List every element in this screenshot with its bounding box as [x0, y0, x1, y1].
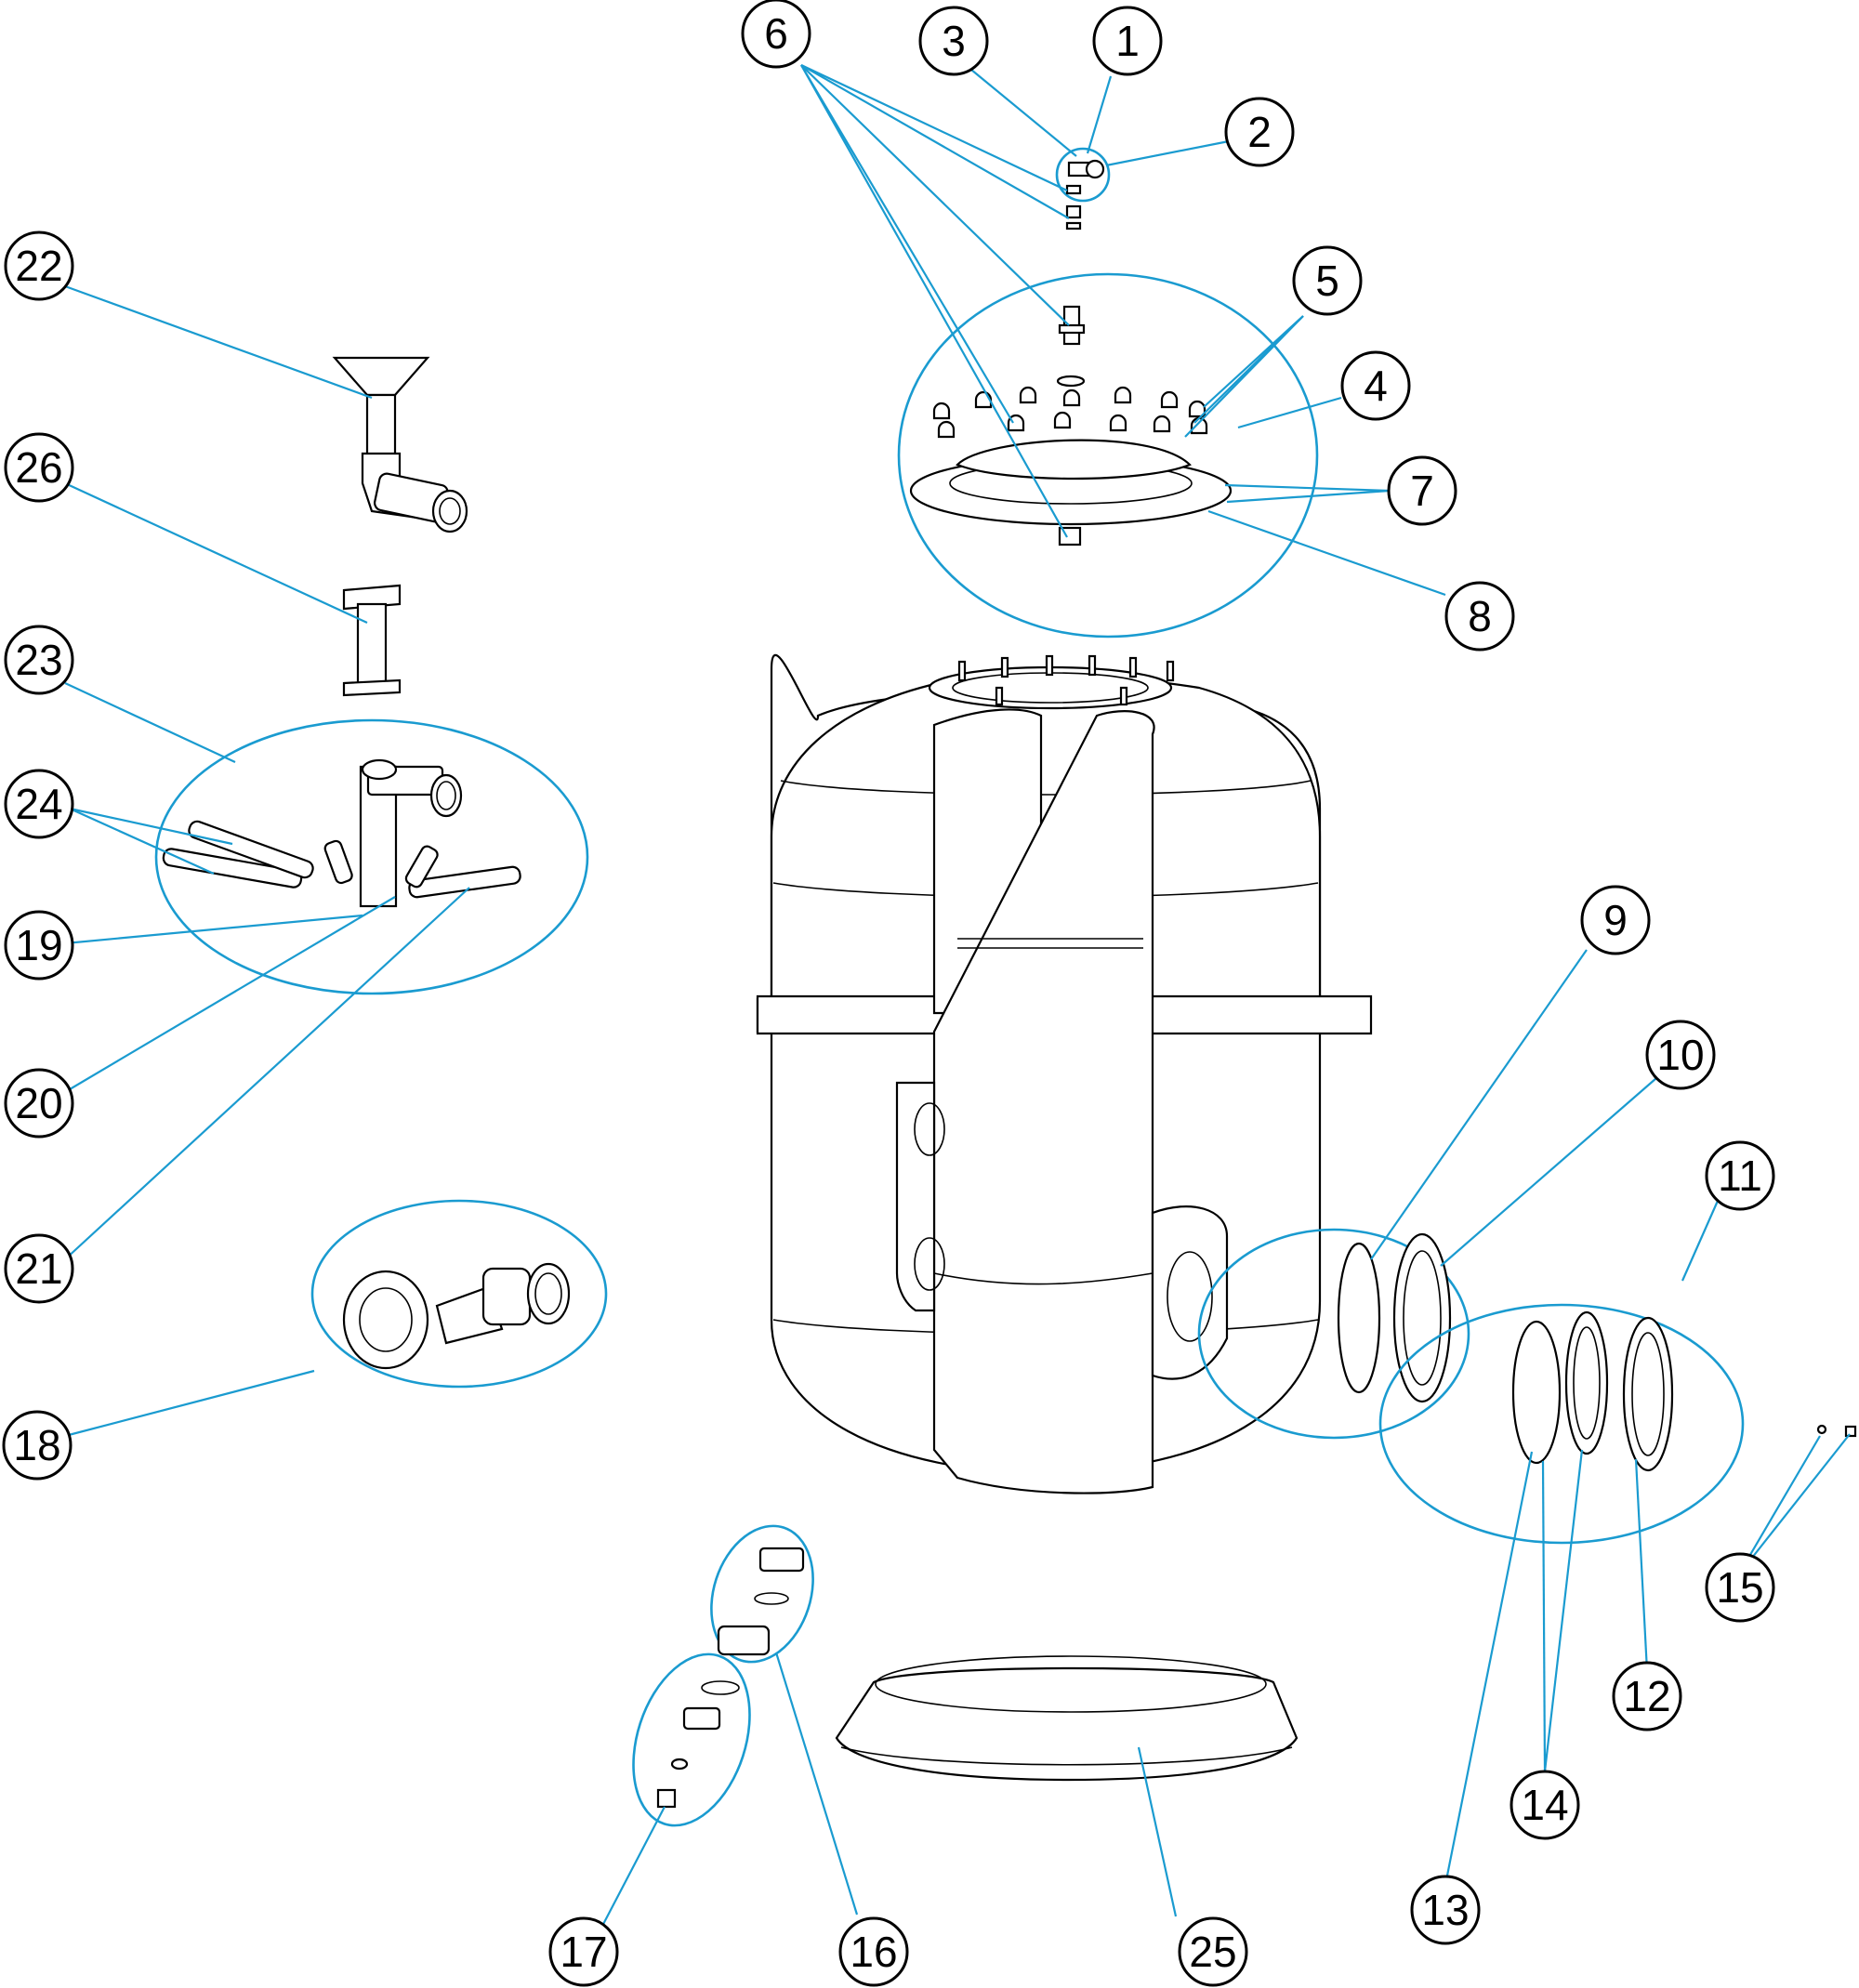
callout-label-13: 13: [1410, 1875, 1481, 1945]
svg-text:5: 5: [1315, 257, 1339, 305]
lid-assembly: [897, 272, 1319, 639]
laterals-assembly: [154, 718, 589, 995]
callout-badges: 1 2 3 4 5 6 7 8 9 10 11 12 13 14 15 16 1…: [2, 0, 1775, 1987]
lateral-arms: [162, 820, 521, 899]
callout-label-3: 3: [918, 6, 989, 76]
callout-label-2: 2: [1224, 97, 1295, 167]
callout-manhole: [1378, 1303, 1745, 1545]
svg-text:15: 15: [1716, 1563, 1763, 1612]
svg-text:22: 22: [15, 242, 62, 290]
callout-label-21: 21: [4, 1233, 74, 1304]
callout-label-10: 10: [1645, 1020, 1716, 1090]
svg-text:3: 3: [942, 17, 966, 65]
callout-label-11: 11: [1705, 1140, 1775, 1211]
callout-label-4: 4: [1340, 350, 1411, 421]
leader-lines: [64, 64, 1851, 1932]
svg-text:9: 9: [1603, 896, 1628, 944]
lid-dome: [956, 439, 1192, 481]
callout-connector: [310, 1199, 608, 1389]
callout-drain-lower: [632, 1652, 751, 1827]
svg-text:11: 11: [1718, 1152, 1762, 1200]
lid-knobs: [932, 386, 1208, 439]
svg-text:12: 12: [1623, 1672, 1670, 1720]
svg-text:25: 25: [1189, 1928, 1236, 1976]
callout-flange: [1197, 1228, 1470, 1440]
filter-tank: [756, 653, 1373, 1494]
cutaway-body: [932, 710, 1155, 1494]
svg-text:21: 21: [15, 1244, 62, 1293]
callout-vent: [1055, 147, 1111, 203]
svg-text:10: 10: [1656, 1031, 1704, 1079]
callout-label-14: 14: [1510, 1770, 1580, 1840]
callout-label-24: 24: [4, 769, 74, 839]
callout-label-19: 19: [4, 910, 74, 981]
svg-text:6: 6: [764, 9, 788, 58]
callout-label-18: 18: [2, 1410, 73, 1481]
callout-label-15: 15: [1705, 1552, 1775, 1623]
callout-label-1: 1: [1092, 6, 1163, 76]
svg-text:1: 1: [1115, 17, 1140, 65]
callout-label-12: 12: [1612, 1661, 1682, 1731]
callout-lid: [897, 272, 1319, 639]
svg-text:4: 4: [1364, 362, 1388, 410]
drain-assembly: [632, 1524, 814, 1827]
callout-label-7: 7: [1387, 455, 1457, 526]
part-22-funnel-pipe: [332, 356, 468, 533]
callout-label-22: 22: [4, 230, 74, 301]
callout-label-5: 5: [1292, 245, 1363, 316]
callout-label-20: 20: [4, 1068, 74, 1139]
part-18-multiport-connector: [310, 1199, 608, 1389]
callout-label-8: 8: [1444, 581, 1515, 652]
svg-text:20: 20: [15, 1079, 62, 1127]
callout-label-16: 16: [838, 1916, 909, 1987]
svg-text:16: 16: [850, 1928, 897, 1976]
svg-text:2: 2: [1247, 108, 1272, 156]
side-channel: [895, 1081, 936, 1312]
svg-text:19: 19: [15, 921, 62, 969]
callout-drain-upper: [710, 1524, 814, 1664]
callout-label-23: 23: [4, 625, 74, 695]
callout-label-9: 9: [1580, 885, 1651, 955]
callout-label-17: 17: [548, 1916, 619, 1987]
svg-text:24: 24: [15, 780, 62, 828]
svg-text:17: 17: [560, 1928, 607, 1976]
svg-text:8: 8: [1468, 592, 1492, 640]
svg-text:23: 23: [15, 636, 62, 684]
callout-label-25: 25: [1178, 1916, 1248, 1987]
side-port: [1151, 1205, 1229, 1380]
callout-laterals: [154, 718, 589, 995]
tank-studs: [957, 654, 1175, 706]
part-26-collector: [342, 584, 402, 697]
manhole-cover-assembly: [1378, 1303, 1857, 1545]
air-vent-valve: [1055, 147, 1111, 230]
tank-base: [835, 1655, 1299, 1782]
svg-text:7: 7: [1410, 467, 1434, 515]
svg-text:14: 14: [1521, 1781, 1568, 1829]
svg-text:26: 26: [15, 443, 62, 492]
callout-label-26: 26: [4, 432, 74, 503]
svg-text:18: 18: [13, 1421, 60, 1469]
callout-label-6: 6: [741, 0, 811, 69]
svg-text:13: 13: [1421, 1886, 1469, 1934]
